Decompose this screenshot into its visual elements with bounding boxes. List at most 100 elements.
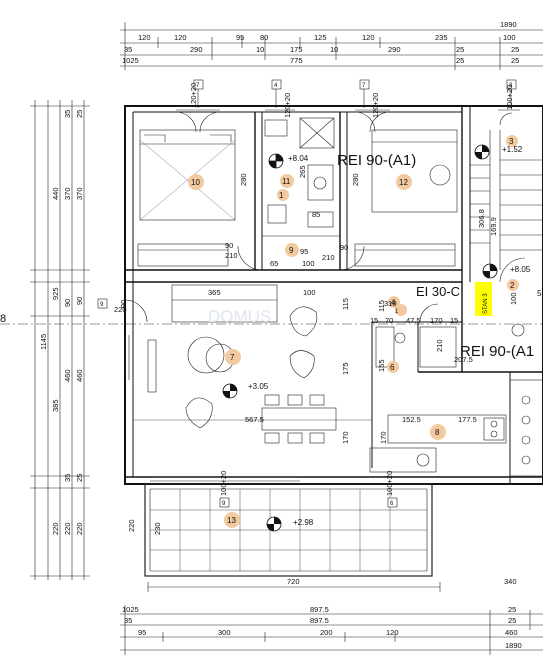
room-dim: 567.5: [245, 415, 264, 424]
level-value: +8.05: [510, 265, 531, 274]
door-dim: 210: [225, 251, 238, 260]
top-dim: 1025: [122, 56, 139, 65]
entry-dim: 210: [435, 339, 444, 352]
bottom-dim: 25: [508, 605, 516, 614]
window-glazing: [124, 105, 520, 482]
entry-dim: 47.5: [406, 316, 421, 325]
room-number: 12: [399, 178, 408, 187]
kitchen-dim: 177.5: [458, 415, 477, 424]
terrace: [144, 483, 441, 592]
left-dim: 460: [63, 369, 72, 382]
left-dim: 25: [75, 474, 84, 482]
stair-dim: 100: [509, 292, 518, 305]
unit-tag: STAN 3: [483, 293, 489, 314]
left-dim: 370: [75, 187, 84, 200]
room-dim: 170: [341, 431, 350, 444]
top-dim: 25: [511, 56, 519, 65]
bedroom-right: [354, 111, 458, 267]
top-dim: 95: [236, 33, 244, 42]
watermark: DOMUS: [208, 307, 271, 326]
room-dim: 115: [377, 300, 386, 312]
room-number: 7: [230, 353, 235, 362]
section-marker-label: 9: [100, 302, 104, 308]
room-badge: [280, 174, 294, 188]
room-dim: 115: [341, 298, 350, 310]
top-dim: 10: [256, 45, 264, 54]
door-dim: 90: [225, 241, 233, 250]
level-value: +3.05: [248, 382, 269, 391]
level-value: +8.04: [288, 154, 309, 163]
room-badge: [507, 279, 519, 291]
bottom-dimension-lines: [120, 605, 543, 655]
window-dim: 120+20: [283, 93, 292, 118]
room-badge: [396, 174, 412, 190]
window-dim: 120+20: [371, 93, 380, 118]
room-number: 3: [509, 137, 514, 146]
terrace-dim: 340: [504, 577, 517, 586]
top-dim: 80: [260, 33, 268, 42]
top-dim: 235: [435, 33, 448, 42]
bottom-dim: 95: [138, 628, 146, 637]
section-marker: [97, 298, 108, 309]
bedroom-left: [137, 111, 236, 267]
entry-dim: 155: [377, 359, 386, 372]
left-dim: 25: [75, 110, 84, 118]
room-dim: 280: [351, 173, 360, 186]
window-dim: 100+20: [219, 471, 228, 496]
room-number: 5: [537, 289, 542, 298]
door-dim: 210: [322, 253, 335, 262]
left-dim: 460: [75, 369, 84, 382]
room-number: 4: [391, 298, 396, 307]
room-number: 10: [191, 178, 200, 187]
top-dim: 290: [190, 45, 203, 54]
left-dim: 925: [51, 287, 60, 300]
left-dim: 35: [63, 474, 72, 482]
entry-dim: 70: [385, 316, 393, 325]
bottom-dim: 300: [218, 628, 231, 637]
room-badge: [506, 135, 518, 147]
grid-axis-label: 8: [0, 313, 6, 325]
top-dim: 25: [511, 45, 519, 54]
room-number: 2: [510, 281, 515, 290]
bottom-dim: 200: [320, 628, 333, 637]
left-dim: 90: [75, 297, 84, 305]
bottom-dim-total: 1890: [505, 641, 522, 650]
fire-rating-label: REI 90-(A1: [460, 343, 534, 360]
door-dim: 90: [119, 300, 128, 308]
entry-area: [375, 303, 457, 368]
bottom-dimension-texts: 1025 897.5 25 35 897.5 25 95 300 200 120…: [122, 605, 522, 650]
left-dim: 35: [63, 110, 72, 118]
bottom-dim: 35: [124, 616, 132, 625]
hall-dim: 65: [270, 259, 278, 268]
terrace-dim: 720: [287, 577, 300, 586]
top-dim-total: 1890: [500, 20, 517, 29]
top-dim: 290: [388, 45, 401, 54]
left-dim: 220: [75, 522, 84, 535]
top-dim: 125: [314, 33, 327, 42]
room-badge: [224, 512, 240, 528]
top-dim: 10: [330, 45, 338, 54]
entry-dim: 207.5: [454, 355, 473, 364]
room-dim: 175: [341, 362, 350, 375]
entry-dim: 170: [430, 316, 443, 325]
bathroom: [237, 117, 365, 271]
window-dim: 100+20: [385, 471, 394, 496]
bottom-dim: 120: [386, 628, 399, 637]
left-dim: 385: [51, 399, 60, 412]
window-marker-label: 7: [362, 83, 366, 89]
left-dimension-texts: 1145 440 925 220 370 90 460 385 220 35 2…: [0, 110, 162, 535]
room-number: 8: [435, 428, 440, 437]
top-dim: 120: [174, 33, 187, 42]
left-dim: 220: [127, 519, 136, 532]
entry-dim: 310: [384, 299, 397, 308]
fire-rating-label: REI 90-(A1): [337, 152, 416, 169]
room-dim: 100: [303, 288, 316, 297]
left-dim: 90: [63, 299, 72, 307]
bottom-dim: 25: [508, 616, 516, 625]
left-dim: 1145: [39, 334, 48, 350]
fire-rating-label: EI 30-C: [416, 284, 460, 299]
kitchen-dim: 152.5: [402, 415, 421, 424]
room-number: 1: [395, 309, 399, 315]
room-badge: [395, 304, 407, 316]
door-dim: 220: [114, 305, 127, 314]
